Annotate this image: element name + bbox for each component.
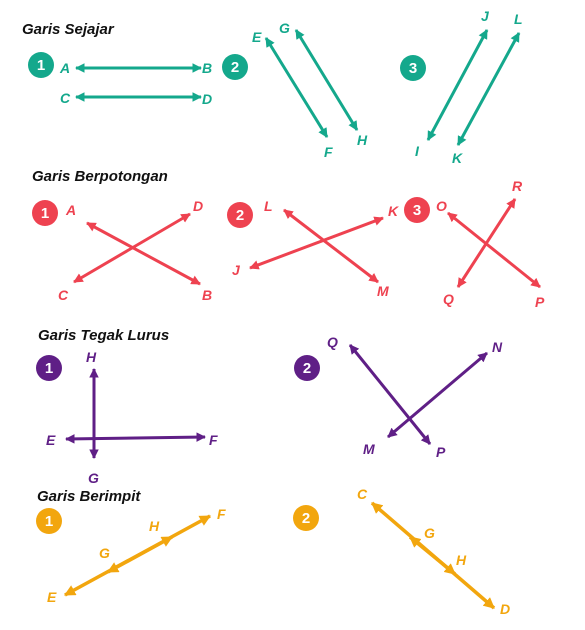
point-label: G [88, 470, 99, 486]
point-label: D [500, 601, 510, 617]
badge-1: 1 [36, 355, 62, 381]
badge-1: 1 [36, 508, 62, 534]
svg-text:1: 1 [37, 57, 45, 74]
point-label: H [86, 349, 97, 365]
point-label: P [436, 444, 446, 460]
point-label: L [264, 198, 273, 214]
line-gh [408, 535, 457, 576]
line-op [447, 211, 541, 289]
line-cd [73, 212, 191, 284]
badge-2: 2 [222, 54, 248, 80]
line-ef [65, 432, 206, 444]
line-ij [426, 29, 489, 141]
svg-text:2: 2 [302, 510, 310, 527]
badge-2: 2 [227, 202, 253, 228]
point-label: O [436, 198, 447, 214]
section-title: Garis Tegak Lurus [38, 327, 169, 344]
point-label: I [415, 143, 420, 159]
point-label: E [47, 589, 57, 605]
point-label: F [324, 144, 333, 160]
point-label: C [58, 287, 69, 303]
section-parallel: Garis Sejajar 1 2 3 A B C D E F G H I [22, 8, 523, 166]
line-lm [283, 208, 379, 284]
line-kl [456, 32, 521, 146]
point-label: P [535, 294, 545, 310]
section-perpendicular: Garis Tegak Lurus 1 2 H G E F Q P M N [36, 327, 503, 486]
point-label: B [202, 287, 212, 303]
point-label: H [149, 518, 160, 534]
badge-3: 3 [400, 55, 426, 81]
section-coincident: Garis Berimpit 1 2 E G H F C G H D [36, 486, 510, 617]
point-label: Q [327, 334, 338, 350]
svg-text:3: 3 [413, 202, 421, 219]
point-label: R [512, 178, 523, 194]
badge-2: 2 [294, 355, 320, 381]
point-label: C [60, 90, 71, 106]
badge-3: 3 [404, 197, 430, 223]
svg-text:2: 2 [231, 59, 239, 76]
svg-text:3: 3 [409, 60, 417, 77]
point-label: E [252, 29, 262, 45]
point-label: G [424, 525, 435, 541]
point-label: Q [443, 291, 454, 307]
line-mn [387, 351, 488, 439]
point-label: D [193, 198, 203, 214]
point-label: K [452, 150, 463, 166]
badge-2: 2 [293, 505, 319, 531]
line-gh [107, 535, 173, 574]
section-intersecting: Garis Berpotongan 1 2 3 A B C D J K L M [32, 168, 545, 310]
point-label: H [357, 132, 368, 148]
svg-text:1: 1 [45, 360, 53, 377]
line-ef [264, 37, 329, 138]
line-jk [249, 216, 384, 270]
point-label: G [279, 20, 290, 36]
svg-text:2: 2 [236, 207, 244, 224]
section-title: Garis Berimpit [37, 488, 141, 505]
point-label: H [456, 552, 467, 568]
point-label: K [388, 203, 399, 219]
point-label: D [202, 91, 212, 107]
line-qp [348, 344, 432, 445]
point-label: M [363, 441, 375, 457]
badge-1: 1 [32, 200, 58, 226]
point-label: J [232, 262, 241, 278]
point-label: G [99, 545, 110, 561]
line-gh [294, 29, 359, 131]
section-title: Garis Berpotongan [32, 168, 168, 185]
point-label: N [492, 339, 503, 355]
point-label: A [59, 60, 70, 76]
point-label: A [65, 202, 76, 218]
svg-text:2: 2 [303, 360, 311, 377]
point-label: E [46, 432, 56, 448]
point-label: C [357, 486, 368, 502]
svg-text:1: 1 [45, 513, 53, 530]
point-label: M [377, 283, 389, 299]
svg-text:1: 1 [41, 205, 49, 222]
point-label: J [481, 8, 490, 24]
point-label: B [202, 60, 212, 76]
line-ab [86, 221, 201, 286]
section-title: Garis Sejajar [22, 21, 115, 38]
badge-1: 1 [28, 52, 54, 78]
point-label: F [217, 506, 226, 522]
line-qr [456, 198, 517, 288]
point-label: F [209, 432, 218, 448]
point-label: L [514, 11, 523, 27]
